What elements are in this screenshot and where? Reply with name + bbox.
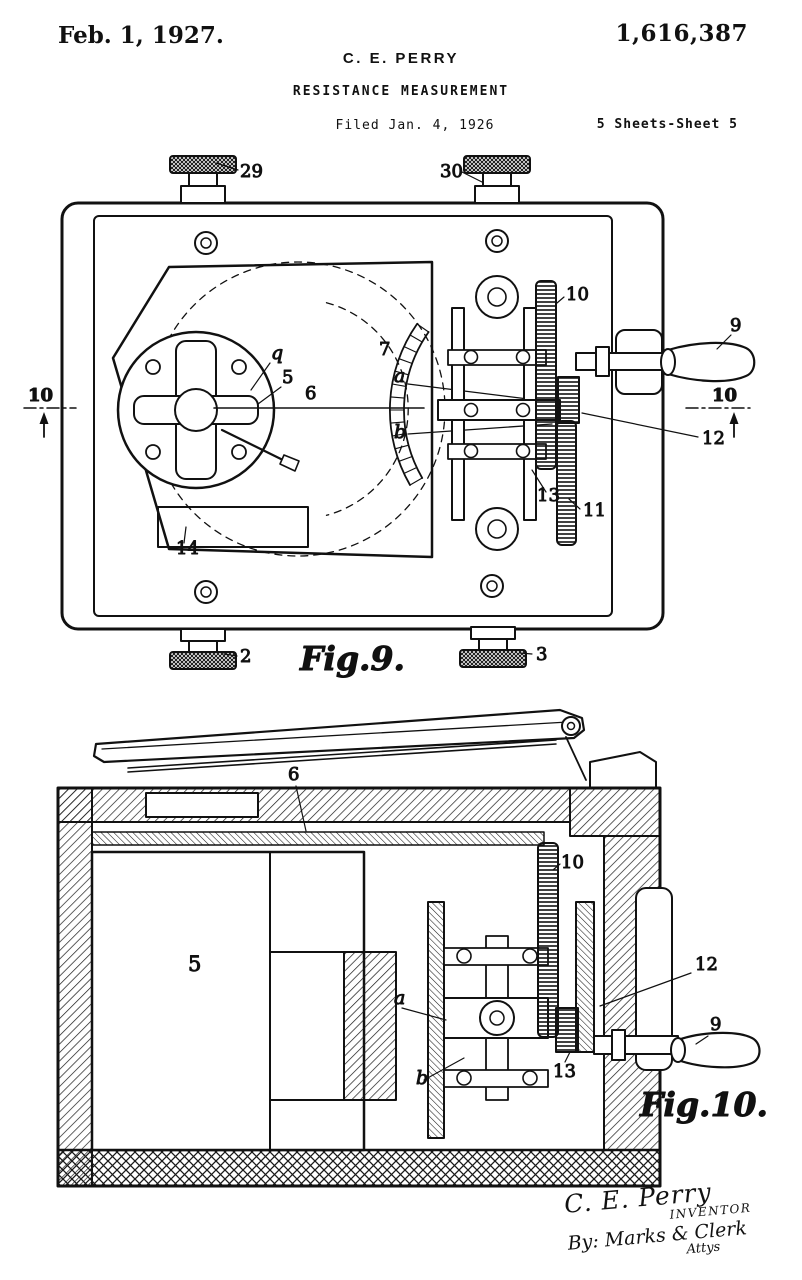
fig10-ref-10-text: 10 — [561, 852, 584, 873]
figure-9: 29 30 — [23, 155, 756, 679]
fig10-lid — [92, 708, 657, 789]
fig10-gear-train — [427, 842, 761, 1139]
fig9-ref-14: 14 — [176, 526, 199, 560]
fig9-ref-29-text: 29 — [240, 161, 263, 182]
fig9-knob-2 — [169, 628, 237, 670]
fig9-worm-12 — [557, 376, 580, 424]
fig10-ref-13: 13 — [553, 1051, 576, 1083]
fig9-section-left-text: 10 — [28, 385, 53, 406]
fig9-ref-6: 6 — [305, 383, 317, 405]
fig9-ref-b: b — [394, 421, 407, 444]
fig9-screw-top-left — [194, 231, 218, 255]
fig9-ref-q-text: q — [271, 342, 283, 364]
fig9-ref-q: q — [250, 342, 284, 391]
fig9-ref-30-text: 30 — [440, 161, 463, 182]
fig9-ref-9: 9 — [716, 315, 742, 350]
fig9-ref-5: 5 — [257, 367, 294, 405]
fig9-ref-3: 3 — [519, 644, 548, 666]
fig9-screw-top-right — [485, 229, 509, 253]
fig9-screw-bottom-left — [194, 580, 218, 604]
fig10-ref-b: b — [416, 1057, 465, 1090]
fig9-scale — [389, 323, 430, 486]
fig9-ref-7: 7 — [379, 339, 391, 361]
fig9-section-marker-left: 10 — [23, 385, 77, 438]
fig9-ref-13: 13 — [531, 469, 560, 507]
fig9-ref-13-text: 13 — [537, 485, 560, 506]
fig10-crank-bracket — [635, 887, 673, 1071]
fig9-ref-a: a — [394, 365, 406, 388]
filed-date: Filed Jan. 4, 1926 — [335, 118, 495, 133]
invention-title: RESISTANCE MEASUREMENT — [292, 84, 510, 99]
fig9-knob-29 — [169, 155, 237, 204]
fig10-caption: Fig.10. — [639, 1085, 768, 1124]
inventor-name: C. E. PERRY — [342, 50, 460, 67]
fig9-crank-handle — [666, 341, 756, 383]
fig9-ref-3-text: 3 — [536, 644, 547, 665]
fig10-ref-12: 12 — [599, 954, 718, 1007]
fig9-ref-29: 29 — [215, 161, 263, 183]
fig10-ref-12-text: 12 — [695, 954, 718, 975]
fig10-gear-10 — [537, 842, 559, 1038]
fig9-ref-5-text: 5 — [282, 367, 293, 388]
fig9-gear-11 — [556, 420, 577, 546]
fig9-ref-11-text: 11 — [583, 500, 606, 521]
fig10-ref-9-text: 9 — [710, 1014, 721, 1035]
fig9-ref-6-text: 6 — [305, 383, 316, 404]
fig9-ref-30: 30 — [440, 161, 483, 183]
fig9-ref-10: 10 — [556, 284, 589, 306]
fig10-top-plate — [91, 831, 545, 846]
fig10-crank-handle — [676, 1031, 761, 1069]
by-label: By: — [566, 1230, 600, 1255]
fig9-ref-b-text: b — [394, 421, 406, 443]
patent-number: 1,616,387 — [615, 20, 748, 47]
patent-date: Feb. 1, 1927. — [58, 22, 224, 49]
fig10-ref-13-text: 13 — [553, 1061, 576, 1082]
fig10-ref-a: a — [394, 987, 447, 1021]
fig10-ref-6: 6 — [288, 764, 307, 832]
fig9-gear-train — [437, 275, 756, 551]
fig9-caption: Fig.9. — [299, 639, 405, 678]
fig9-section-marker-right: 10 — [685, 385, 751, 438]
fig10-ref-10: 10 — [552, 852, 584, 874]
fig10-ref-b-text: b — [416, 1067, 428, 1089]
fig9-ref-2: 2 — [223, 646, 252, 668]
fig10-block-5 — [90, 850, 397, 1152]
fig9-screw-bottom-right — [480, 574, 504, 598]
fig9-section-right-text: 10 — [712, 385, 737, 406]
fig9-ref-7-text: 7 — [379, 339, 390, 360]
fig10-ref-6-text: 6 — [288, 764, 299, 785]
fig10-ref-a-text: a — [394, 987, 405, 1009]
fig10-ref-5-text: 5 — [188, 952, 201, 976]
fig9-galvanometer — [111, 260, 446, 559]
fig9-ref-a-text: a — [394, 365, 405, 387]
sheet-info: 5 Sheets-Sheet 5 — [596, 117, 738, 132]
fig10-ref-9: 9 — [695, 1014, 722, 1045]
fig9-ref-11: 11 — [568, 498, 606, 522]
fig9-ref-9-text: 9 — [730, 315, 741, 336]
fig9-knob-3 — [459, 626, 527, 668]
fig9-ref-10-text: 10 — [566, 284, 589, 305]
fig9-ref-14-text: 14 — [176, 538, 199, 559]
fig9-knob-30 — [463, 155, 531, 204]
fig9-ref-12: 12 — [581, 412, 725, 450]
fig9-ref-2-text: 2 — [240, 646, 251, 667]
fig9-ref-12-text: 12 — [702, 428, 725, 449]
fig10-worm-13 — [555, 1007, 579, 1053]
figure-10: 6 5 — [56, 708, 768, 1188]
fig9-gear-10 — [535, 280, 557, 470]
